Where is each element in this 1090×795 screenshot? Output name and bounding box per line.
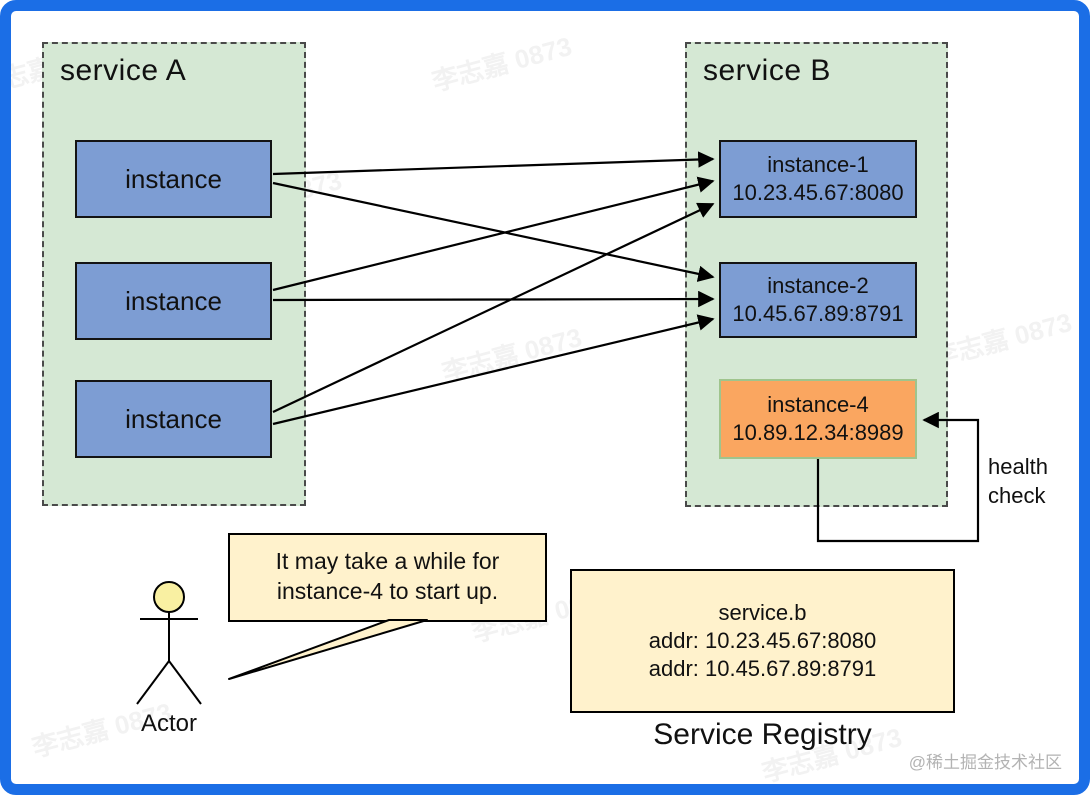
speech-bubble: It may take a while for instance-4 to st…: [228, 533, 547, 622]
instance-address: 10.23.45.67:8080: [732, 180, 904, 205]
watermark: 李志嘉 0873: [438, 321, 585, 388]
actor-figure: [136, 581, 202, 705]
instance-name: instance-2: [767, 273, 869, 298]
service-b-title: service B: [703, 54, 831, 87]
service-a-instance-2: instance: [75, 262, 272, 340]
actor-leg-right: [168, 660, 202, 705]
instance-address: 10.45.67.89:8791: [732, 301, 904, 326]
service-registry-caption: Service Registry: [653, 718, 872, 751]
watermark: 李志嘉 0873: [428, 30, 575, 97]
service-a-title: service A: [60, 54, 187, 87]
service-registry-note: service.b addr: 10.23.45.67:8080 addr: 1…: [570, 569, 955, 713]
service-b-instance-2: instance-2 10.45.67.89:8791: [719, 262, 917, 338]
watermark: 李志嘉 0873: [928, 306, 1075, 373]
service-a-instance-1: instance: [75, 140, 272, 218]
actor-head: [153, 581, 185, 613]
actor-label: Actor: [140, 710, 197, 737]
instance-name: instance-4: [767, 392, 869, 417]
instance-name: instance-1: [767, 152, 869, 177]
service-b-instance-4: instance-4 10.89.12.34:8989: [719, 379, 917, 459]
arrow-a2-to-instance-2: [272, 290, 715, 308]
registry-service-name: service.b: [718, 600, 807, 625]
service-a-instance-3: instance: [75, 380, 272, 458]
instance-address: 10.89.12.34:8989: [732, 420, 904, 445]
arrow-a3-to-instance-1: [272, 202, 715, 413]
speech-bubble-line2: instance-4 to start up.: [276, 578, 499, 604]
instance-label: instance: [125, 163, 222, 194]
registry-entry: addr: 10.45.67.89:8791: [648, 656, 877, 681]
service-b-instance-1: instance-1 10.23.45.67:8080: [719, 140, 917, 218]
speech-bubble-line1: It may take a while for: [275, 548, 500, 574]
instance-label: instance: [125, 285, 222, 316]
registry-entry: addr: 10.23.45.67:8080: [648, 628, 877, 653]
speech-bubble-tail: [228, 619, 428, 680]
health-check-label: health check: [988, 454, 1048, 508]
instance-label: instance: [125, 403, 222, 434]
community-credit: @稀土掘金技术社区: [908, 753, 1062, 772]
request-arrows: [272, 151, 715, 426]
